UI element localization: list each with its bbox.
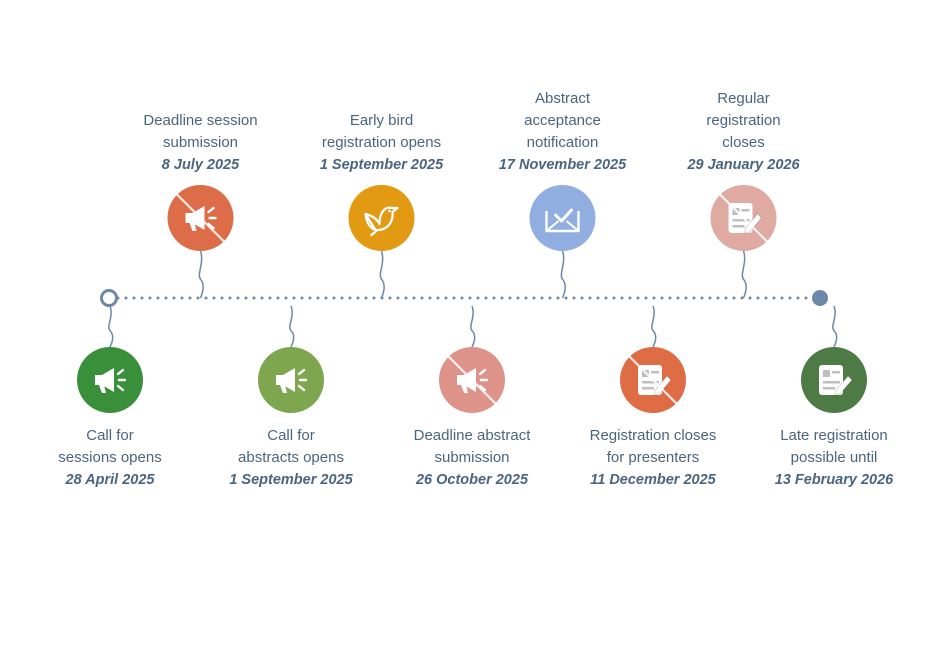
event-title-line: Call for [267, 427, 315, 444]
strike-through-line [447, 355, 497, 405]
timeline-event [439, 305, 505, 413]
timeline-end-marker [812, 290, 828, 306]
event-title-line: submission [434, 449, 510, 466]
event-title-line: Registration closes [589, 427, 717, 444]
event-title-line: Late registration [780, 427, 888, 444]
event-date: 1 September 2025 [319, 157, 444, 173]
event-date: 13 February 2026 [774, 472, 894, 488]
event-title-line: registration opens [321, 134, 442, 151]
event-title-line: Call for [86, 427, 134, 444]
event-circle [348, 185, 415, 251]
timeline-event [258, 305, 324, 413]
event-title-line: acceptance [524, 112, 601, 129]
event-connector [560, 250, 566, 299]
timeline-event [529, 185, 596, 299]
megaphone-icon [276, 368, 308, 393]
event-connector [651, 305, 657, 348]
timeline-event [801, 305, 867, 413]
event-label: Registration closes for presenters 11 Dece… [563, 425, 743, 491]
event-title-line: sessions opens [58, 449, 162, 466]
event-label: Abstract acceptance notification 17 Novembe… [473, 88, 653, 176]
event-title-line: abstracts opens [238, 449, 344, 466]
strike-through-line [628, 355, 678, 405]
event-connector [289, 305, 295, 348]
timeline-event [77, 305, 143, 413]
timeline-event [710, 185, 777, 299]
event-title-line: possible until [790, 449, 878, 466]
event-connector [832, 305, 838, 348]
megaphone-icon [185, 206, 217, 231]
event-date: 29 January 2026 [687, 157, 800, 173]
event-title-line: Regular [717, 90, 770, 107]
event-label: Call for abstracts opens 1 September 2025 [201, 425, 381, 491]
event-title-line: Early bird [349, 112, 414, 129]
event-label: Early bird registration opens 1 September … [292, 110, 472, 176]
event-label: Deadline session submission 8 July 2025 [111, 110, 291, 176]
event-title-line: Deadline session [143, 112, 258, 129]
strike-through-line [175, 193, 226, 243]
strike-through-line [718, 193, 769, 243]
event-title-line: Deadline abstract [413, 427, 531, 444]
event-title-line: registration [706, 112, 781, 129]
event-label: Regular registration closes 29 January 2026 [654, 88, 834, 176]
event-title-line: notification [526, 134, 599, 151]
event-title-line: submission [162, 134, 239, 151]
megaphone-icon [95, 368, 127, 393]
event-title-line: Abstract [534, 90, 591, 107]
event-date: 1 September 2025 [229, 472, 353, 488]
event-title-line: for presenters [606, 449, 700, 466]
event-label: Deadline abstract submission 26 October 20… [382, 425, 562, 491]
event-date: 17 November 2025 [498, 157, 627, 173]
event-date: 8 July 2025 [161, 157, 240, 173]
event-connector [108, 305, 114, 348]
megaphone-icon [457, 368, 489, 393]
envelope-check-icon [545, 208, 580, 233]
event-title-line: closes [722, 134, 765, 151]
event-connector [198, 250, 204, 299]
timeline-event [348, 185, 415, 299]
event-date: 28 April 2025 [65, 472, 155, 488]
event-label: Late registration possible until 13 Februa… [744, 425, 924, 491]
event-date: 11 December 2025 [590, 472, 716, 488]
event-date: 26 October 2025 [415, 472, 529, 488]
event-label: Call for sessions opens 28 April 2025 [20, 425, 200, 491]
event-connector [470, 305, 476, 348]
event-connector [741, 250, 747, 299]
timeline-event [167, 185, 234, 299]
timeline-start-marker [100, 289, 118, 307]
form-edit-icon [819, 365, 853, 396]
timeline-event [620, 305, 686, 413]
event-connector [379, 250, 385, 299]
bird-icon [364, 206, 399, 237]
